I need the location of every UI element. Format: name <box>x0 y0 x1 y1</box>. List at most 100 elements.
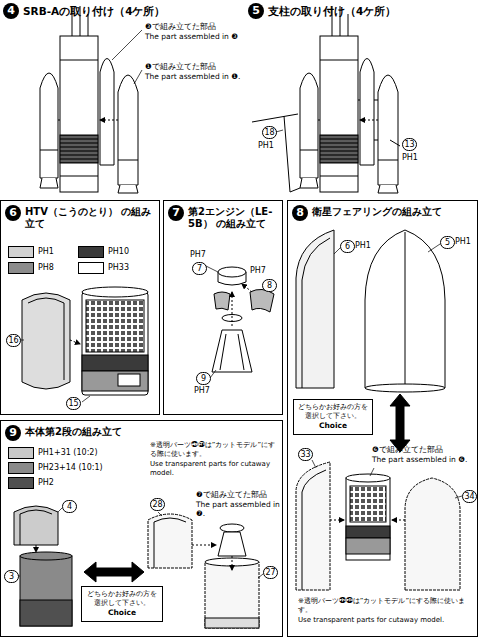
callout-text: The part assembled in ❶. <box>145 72 240 81</box>
rocket-srb-assembly <box>60 36 98 192</box>
note-text: Use transparent parts for cutaway model. <box>298 616 474 625</box>
step-heading: 本体第2段の組み立て <box>25 421 278 438</box>
step-heading: 第2エンジン（LE-5B） の組み立て <box>188 201 278 230</box>
strut-parts <box>252 100 400 192</box>
second-stage-parts <box>205 618 259 628</box>
fairing-parts <box>346 538 390 554</box>
callout-number: 7 <box>192 262 207 275</box>
fairing-parts <box>370 468 374 476</box>
fairing-parts <box>455 496 462 498</box>
rocket-srb-assembly <box>40 6 138 193</box>
step-number: 6 <box>5 205 21 221</box>
step-heading: HTV（こうのとり） の組み立て <box>25 201 155 230</box>
htv-parts <box>82 287 148 297</box>
htv-parts <box>82 396 90 402</box>
note-text: ※透明パーツ㉝㉞は”カットモデル”にする際に使います。 <box>298 597 474 615</box>
paint-code: PH1 <box>402 153 418 163</box>
legend-item: PH23+14 (10:1) <box>8 462 103 474</box>
callout-number: 34 <box>462 490 477 503</box>
rocket-srb-assembly <box>118 75 138 185</box>
second-stage-parts <box>20 600 72 626</box>
rocket-srb-assembly <box>88 14 89 36</box>
legend-text: PH2 <box>38 478 54 488</box>
legend-swatch <box>8 262 34 274</box>
choice-label: Choice <box>297 421 369 431</box>
callout-text: ❸で組み立てた部品 <box>145 22 216 31</box>
legend-text: PH10 <box>108 247 129 257</box>
fairing-parts <box>390 394 410 452</box>
htv-parts <box>86 300 144 352</box>
fairing-parts <box>296 230 462 590</box>
fairing-parts <box>346 478 390 560</box>
rocket-srb-assembly <box>40 150 58 151</box>
htv-parts <box>22 293 70 389</box>
step-number: 8 <box>292 205 308 221</box>
legend-swatch <box>78 262 104 274</box>
choice-box: どちらかお好みの方を選択して下さい。Choice <box>81 586 163 622</box>
choice-note: どちらかお好みの方を選択して下さい。 <box>85 590 159 608</box>
callout-number: 4 <box>62 500 77 513</box>
engine-parts <box>232 292 233 326</box>
legend-swatch <box>8 246 34 258</box>
leader-line <box>134 70 142 84</box>
fairing-parts <box>346 474 390 482</box>
fairing-parts <box>312 460 316 468</box>
callout-text: The part assembled in ❼. <box>196 500 280 518</box>
legend-item: PH1+31 (10:2) <box>8 447 98 459</box>
step-number: 4 <box>3 3 19 19</box>
second-stage-parts <box>258 574 263 578</box>
fairing-parts <box>405 478 460 590</box>
fairing-parts <box>334 248 340 254</box>
callout-number: 5 <box>440 236 455 249</box>
legend-text: PH23+14 (10:1) <box>38 463 103 473</box>
legend-item: PH2 <box>8 477 54 489</box>
second-stage-parts <box>158 512 162 516</box>
step-heading: SRB-Aの取り付け（4ケ所） <box>23 5 165 18</box>
engine-parts <box>238 334 244 370</box>
callout-number: 6 <box>340 240 355 253</box>
strut-parts <box>252 114 298 122</box>
engine-parts <box>206 266 218 272</box>
second-stage-parts <box>205 562 259 628</box>
rocket-srb-assembly <box>118 185 138 193</box>
engine-parts <box>218 267 246 277</box>
fairing-parts <box>346 526 390 538</box>
callout-number: 18 <box>262 126 277 139</box>
callout-text: The part assembled in ❸ <box>145 32 238 41</box>
strut-parts <box>276 130 283 132</box>
legend-swatch <box>8 477 34 489</box>
leader-line <box>112 30 142 60</box>
callout-text: ❻で組み立てた部品 <box>372 445 443 454</box>
choice-box: どちらかお好みの方を選択して下さい。Choice <box>293 399 373 435</box>
fairing-parts <box>302 238 330 388</box>
htv-parts <box>28 298 64 380</box>
rocket-srb-assembly <box>60 60 98 61</box>
strut-parts <box>358 100 378 140</box>
legend-swatch <box>8 462 34 474</box>
rocket-srb-assembly <box>60 176 98 177</box>
second-stage-parts <box>232 556 233 570</box>
step-number: 9 <box>5 425 21 441</box>
step-heading: 支柱の取り付け（4ケ所） <box>268 5 396 18</box>
callout-number: 9 <box>196 372 211 385</box>
htv-parts <box>82 371 148 391</box>
second-stage-parts <box>14 506 263 628</box>
paint-code: PH7 <box>190 250 206 260</box>
fairing-parts <box>296 230 334 388</box>
choice-label: Choice <box>85 608 159 618</box>
rocket-srb-assembly <box>40 73 58 178</box>
fairing-parts <box>302 470 326 590</box>
leader-line <box>112 30 142 84</box>
engine-parts <box>212 330 252 372</box>
callout-number: 15 <box>66 397 81 410</box>
legend-swatch <box>78 246 104 258</box>
htv-parts <box>82 292 148 395</box>
rocket-srb-assembly <box>300 6 398 193</box>
second-stage-parts <box>218 532 246 556</box>
rocket-srb-assembly <box>58 120 60 121</box>
second-stage-parts <box>148 514 192 568</box>
paint-code: PH1 <box>455 237 471 247</box>
legend-item: PH10 <box>78 246 129 258</box>
paint-code: PH7 <box>250 266 266 276</box>
